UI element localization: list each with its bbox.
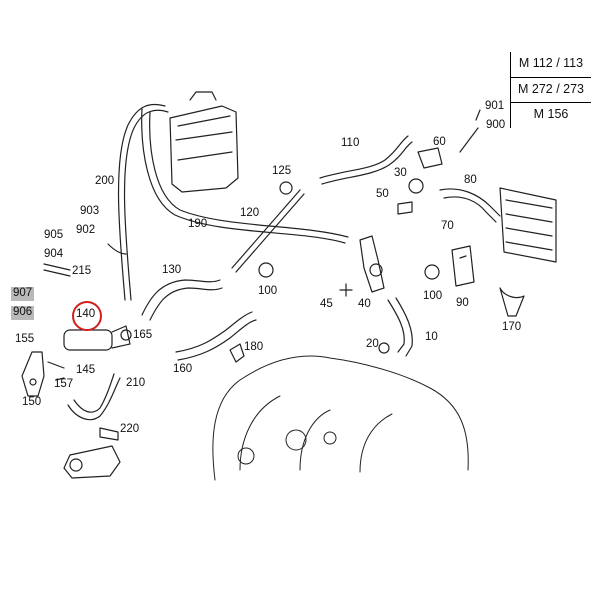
- part-50: [397, 201, 413, 215]
- part-label-904: 904: [44, 248, 64, 260]
- hose-120: [231, 189, 305, 273]
- highlight-circle: [72, 301, 102, 331]
- heater-core: [499, 187, 557, 263]
- engine-outline: [212, 355, 469, 481]
- hose-110: [319, 135, 409, 179]
- part-20: [378, 342, 390, 354]
- part-label-45: 45: [320, 298, 333, 310]
- part-30: [408, 178, 424, 194]
- part-label-120: 120: [240, 207, 260, 219]
- wire-902: [107, 243, 127, 255]
- part-label-90: 90: [456, 297, 469, 309]
- bracket-150: [21, 351, 45, 397]
- part-label-40: 40: [358, 298, 371, 310]
- clip-100b: [424, 264, 440, 280]
- part-label-20: 20: [366, 338, 379, 350]
- part-label-165: 165: [133, 329, 153, 341]
- part-label-170: 170: [502, 321, 522, 333]
- clip-100a: [258, 262, 274, 278]
- bracket-90: [451, 245, 475, 287]
- part-label-100: 100: [258, 285, 278, 297]
- model-variant: M 156: [533, 107, 569, 121]
- pump-220: [63, 427, 121, 479]
- part-60: [417, 147, 443, 169]
- wire-215: [43, 263, 71, 277]
- part-label-125: 125: [272, 165, 292, 177]
- part-label-902: 902: [76, 224, 96, 236]
- part-label-907: 907: [11, 287, 35, 301]
- part-label-100: 100: [423, 290, 443, 302]
- hose-10: [387, 299, 405, 353]
- model-variant: M 272 / 273: [517, 82, 584, 96]
- part-label-80: 80: [464, 174, 477, 186]
- part-label-900: 900: [486, 119, 506, 131]
- part-label-70: 70: [441, 220, 454, 232]
- valve-40: [359, 235, 385, 293]
- divider: [511, 102, 591, 103]
- part-label-150: 150: [22, 396, 42, 408]
- hose-130: [141, 279, 221, 316]
- hose-200: [117, 103, 166, 301]
- part-label-200: 200: [95, 175, 115, 187]
- part-label-155: 155: [15, 333, 35, 345]
- screw-45: [339, 283, 353, 297]
- part-180: [229, 343, 245, 363]
- part-label-215: 215: [72, 265, 92, 277]
- part-label-30: 30: [394, 167, 407, 179]
- clamp-125: [279, 181, 293, 195]
- model-variant: M 112 / 113: [518, 56, 584, 70]
- pump-140: [63, 325, 132, 351]
- part-label-190: 190: [188, 218, 208, 230]
- part-label-140: 140: [76, 308, 96, 320]
- part-label-220: 220: [120, 423, 140, 435]
- grommet-170: [499, 287, 525, 317]
- part-label-903: 903: [80, 205, 100, 217]
- part-label-906: 906: [11, 306, 35, 320]
- part-label-157: 157: [54, 378, 74, 390]
- part-label-10: 10: [425, 331, 438, 343]
- part-label-60: 60: [433, 136, 446, 148]
- expansion-tank: [169, 91, 239, 193]
- part-label-901: 901: [485, 100, 505, 112]
- part-label-180: 180: [244, 341, 264, 353]
- hose-210: [67, 377, 121, 421]
- part-label-50: 50: [376, 188, 389, 200]
- part-label-130: 130: [162, 264, 182, 276]
- part-label-160: 160: [173, 363, 193, 375]
- part-label-110: 110: [341, 137, 360, 149]
- part-label-145: 145: [76, 364, 96, 376]
- model-variant-table: M 112 / 113 M 272 / 273 M 156: [510, 52, 591, 128]
- part-label-210: 210: [126, 377, 146, 389]
- part-label-905: 905: [44, 229, 64, 241]
- hose-80: [439, 188, 501, 217]
- hose-190: [141, 107, 346, 244]
- hose-160: [175, 311, 253, 353]
- divider: [511, 77, 591, 78]
